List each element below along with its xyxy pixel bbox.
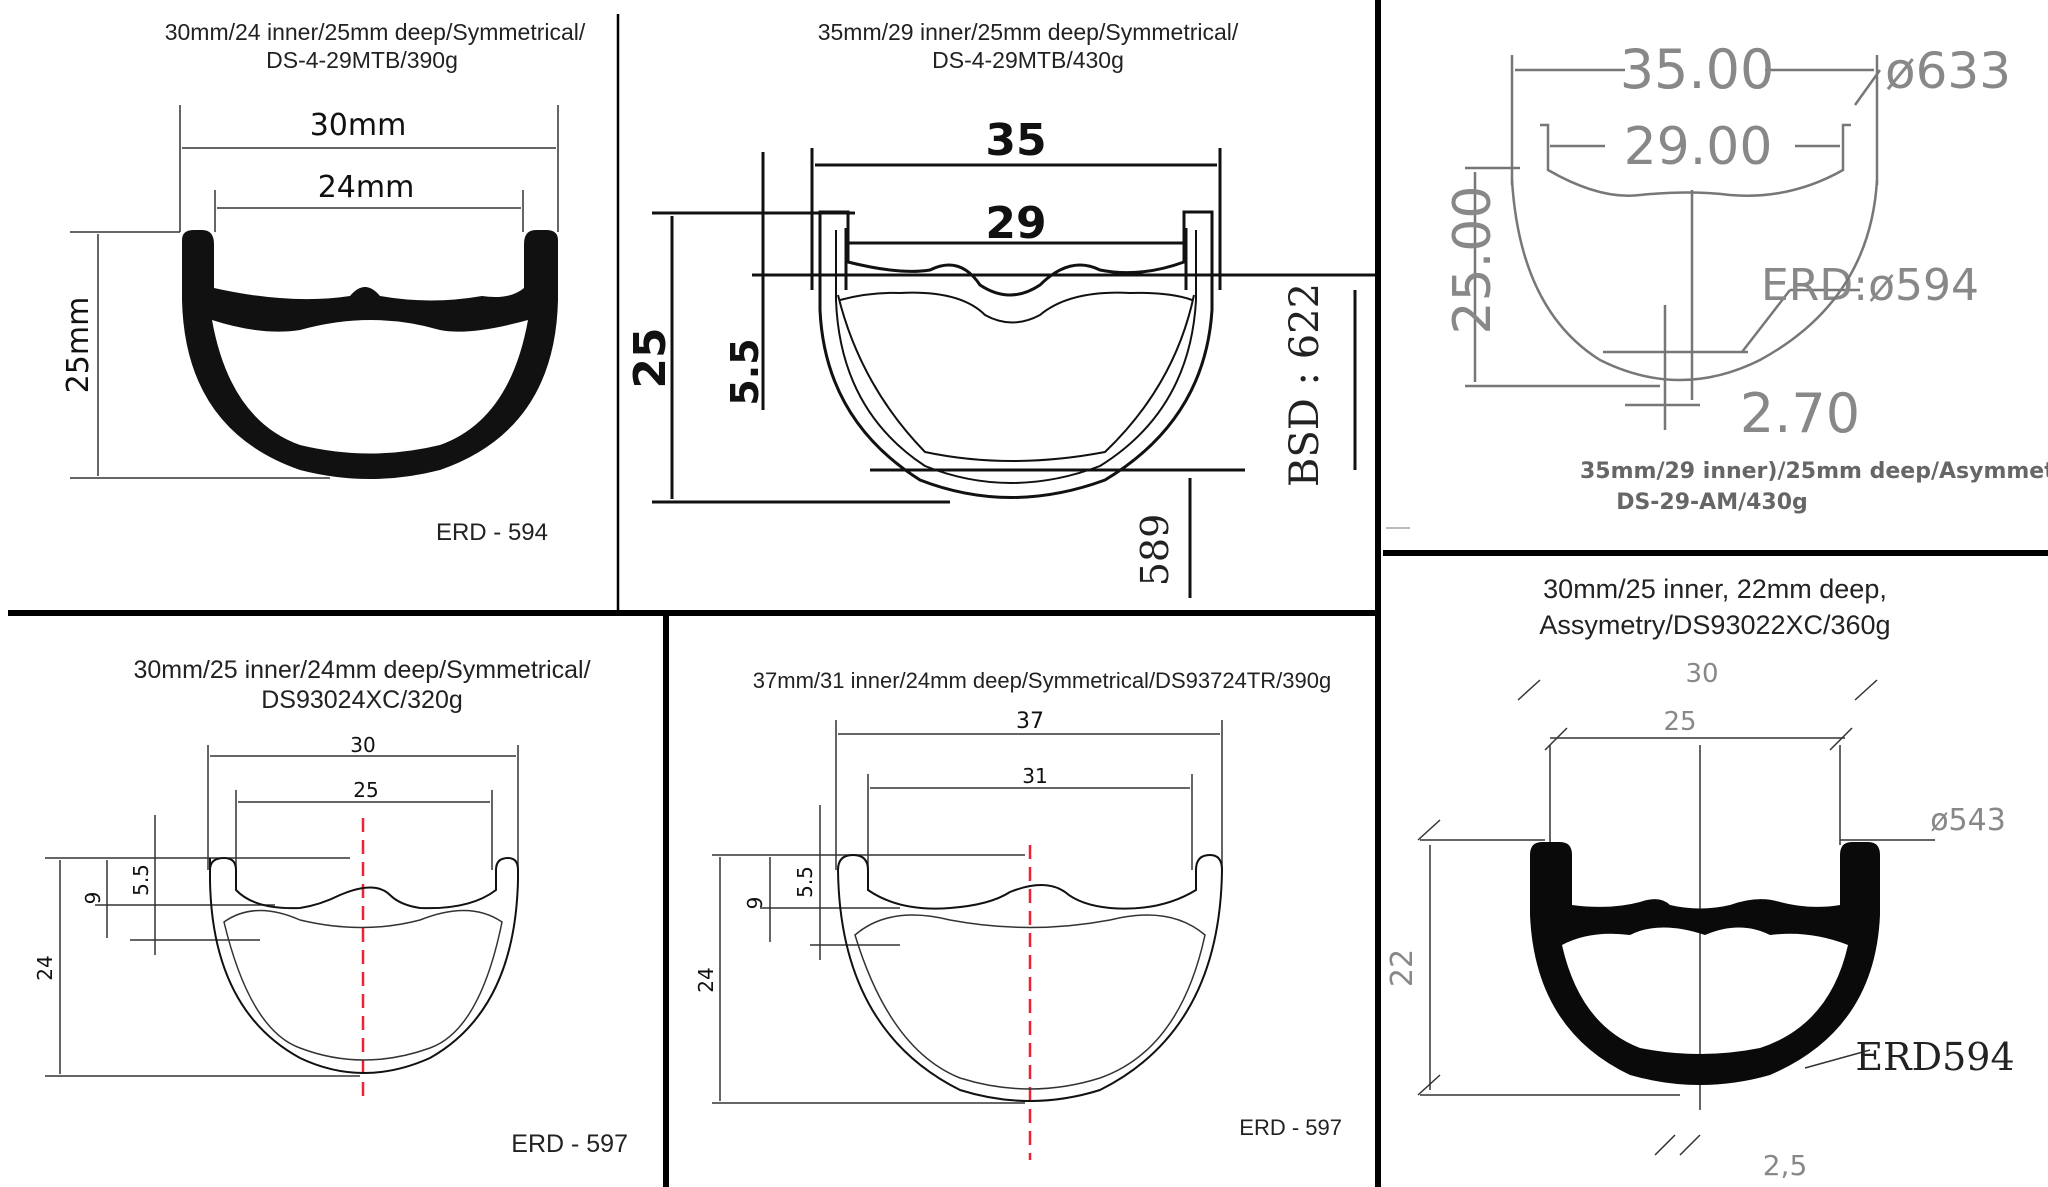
panel-6-erd-label: ERD594 — [1855, 1035, 2014, 1079]
panel-5-depth-label: 24 — [694, 967, 718, 992]
panel-2: 35mm/29 inner/25mm deep/Symmetrical/ DS-… — [625, 19, 1375, 598]
panel-3-caption-line2: DS-29-AM/430g — [1616, 490, 1808, 515]
panel-4-caption-line2: DS93024XC/320g — [261, 686, 463, 714]
panel-3-inner-width-label: 29.00 — [1624, 117, 1773, 177]
panel-3-erd-label: ERD:ø594 — [1761, 260, 1979, 311]
panel-5-hook-label: 5.5 — [793, 866, 817, 898]
panel-3-caption-line1: 35mm/29 inner)/25mm deep/Asymmetrical/ — [1580, 459, 2048, 484]
panel-5-rim-outline — [836, 853, 1224, 1102]
panel-2-rim-outline — [818, 210, 1214, 499]
panel-2-depth-label: 25 — [625, 327, 676, 388]
panel-2-caption-line2: DS-4-29MTB/430g — [932, 47, 1124, 73]
panel-2-bsd-label: BSD : 622 — [1282, 283, 1328, 487]
panel-4-caption-line1: 30mm/25 inner/24mm deep/Symmetrical/ — [133, 656, 590, 684]
panel-2-erd-value-label: 589 — [1133, 514, 1177, 587]
panel-6-rim-profile — [1530, 842, 1880, 1085]
panel-1-rim-profile — [182, 230, 558, 479]
panel-1-caption-line1: 30mm/24 inner/25mm deep/Symmetrical/ — [165, 19, 586, 45]
panel-4-outer-width-label: 30 — [350, 733, 375, 757]
panel-1-erd-label: ERD - 594 — [436, 519, 548, 546]
panel-6-outer-width-label: 30 — [1685, 659, 1718, 689]
panel-1-outer-width-label: 30mm — [310, 108, 407, 143]
panel-3-depth-label: 25.00 — [1443, 186, 1503, 335]
panel-3-rim-outline — [1510, 179, 1879, 382]
panel-6-caption-line1: 30mm/25 inner, 22mm deep, — [1543, 574, 1887, 604]
panel-5-bed-label: 9 — [743, 897, 767, 910]
panel-3-diameter-label: ø633 — [1885, 42, 2011, 100]
panel-5-erd-label: ERD - 597 — [1239, 1115, 1342, 1140]
panel-2-inner-width-label: 29 — [985, 198, 1046, 249]
panel-1-caption-line2: DS-4-29MTB/390g — [266, 47, 458, 73]
panel-5-inner-width-label: 31 — [1022, 764, 1047, 788]
panel-1: 30mm/24 inner/25mm deep/Symmetrical/ DS-… — [61, 19, 586, 546]
panel-6-depth-label: 22 — [1385, 949, 1420, 987]
panel-2-caption-line1: 35mm/29 inner/25mm deep/Symmetrical/ — [818, 19, 1239, 45]
panel-4-bed-label: 9 — [81, 892, 105, 905]
panel-2-hook-label: 5.5 — [723, 338, 767, 405]
panel-1-depth-label: 25mm — [61, 297, 96, 394]
panel-6: 30mm/25 inner, 22mm deep, Assymetry/DS93… — [1385, 574, 2015, 1182]
panel-4-erd-label: ERD - 597 — [511, 1130, 628, 1158]
panel-4-rim-outline — [209, 856, 519, 1074]
panel-6-caption-line2: Assymetry/DS93022XC/360g — [1539, 610, 1890, 640]
panel-5: 37mm/31 inner/24mm deep/Symmetrical/DS93… — [694, 668, 1342, 1160]
panel-6-diameter-label: ø543 — [1930, 803, 2006, 838]
panel-3: 35.00 ø633 29.00 25.00 ERD:ø594 2.70 35m… — [1443, 38, 2048, 515]
panel-1-inner-width-label: 24mm — [318, 170, 415, 205]
panel-4-inner-width-label: 25 — [353, 778, 378, 802]
panel-4-depth-label: 24 — [33, 955, 57, 980]
panel-3-offset-label: 2.70 — [1740, 382, 1860, 445]
panel-6-inner-width-label: 25 — [1663, 707, 1696, 737]
panel-6-offset-label: 2,5 — [1763, 1149, 1808, 1182]
panel-4: 30mm/25 inner/24mm deep/Symmetrical/ DS9… — [33, 656, 628, 1158]
panel-5-outer-width-label: 37 — [1016, 709, 1044, 734]
panel-2-outer-width-label: 35 — [985, 115, 1046, 166]
panel-3-outer-width-label: 35.00 — [1620, 38, 1775, 101]
panel-4-hook-label: 5.5 — [129, 864, 153, 896]
panel-5-caption-line1: 37mm/31 inner/24mm deep/Symmetrical/DS93… — [753, 668, 1331, 693]
